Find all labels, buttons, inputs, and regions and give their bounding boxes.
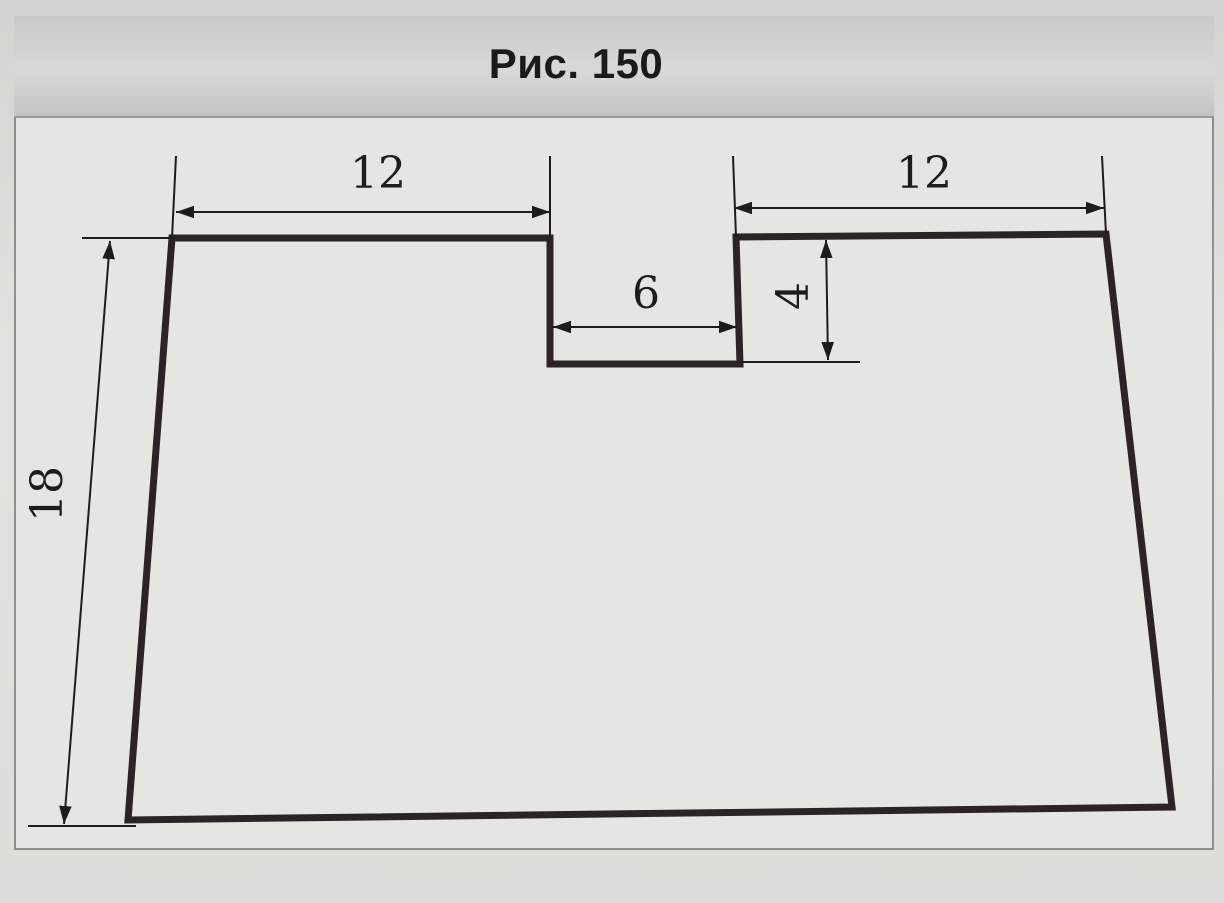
shape-outline xyxy=(124,230,1176,824)
figure-title: Рис. 150 xyxy=(488,40,664,87)
dim-label-top-left: 12 xyxy=(350,148,406,199)
dim-line-notch-depth xyxy=(820,239,834,361)
dim-label-notch-width: 6 xyxy=(632,268,660,319)
figure-header xyxy=(14,16,1214,118)
figure-frame xyxy=(14,16,1214,850)
dim-line-total-height xyxy=(59,240,115,825)
dim-label-notch-depth: 4 xyxy=(768,282,819,310)
extension-line-right xyxy=(1101,155,1107,235)
extension-line-left xyxy=(171,155,177,239)
dim-label-top-right: 12 xyxy=(896,148,952,199)
dim-label-total-height: 18 xyxy=(22,466,73,522)
extension-line-notch-right xyxy=(732,155,737,238)
